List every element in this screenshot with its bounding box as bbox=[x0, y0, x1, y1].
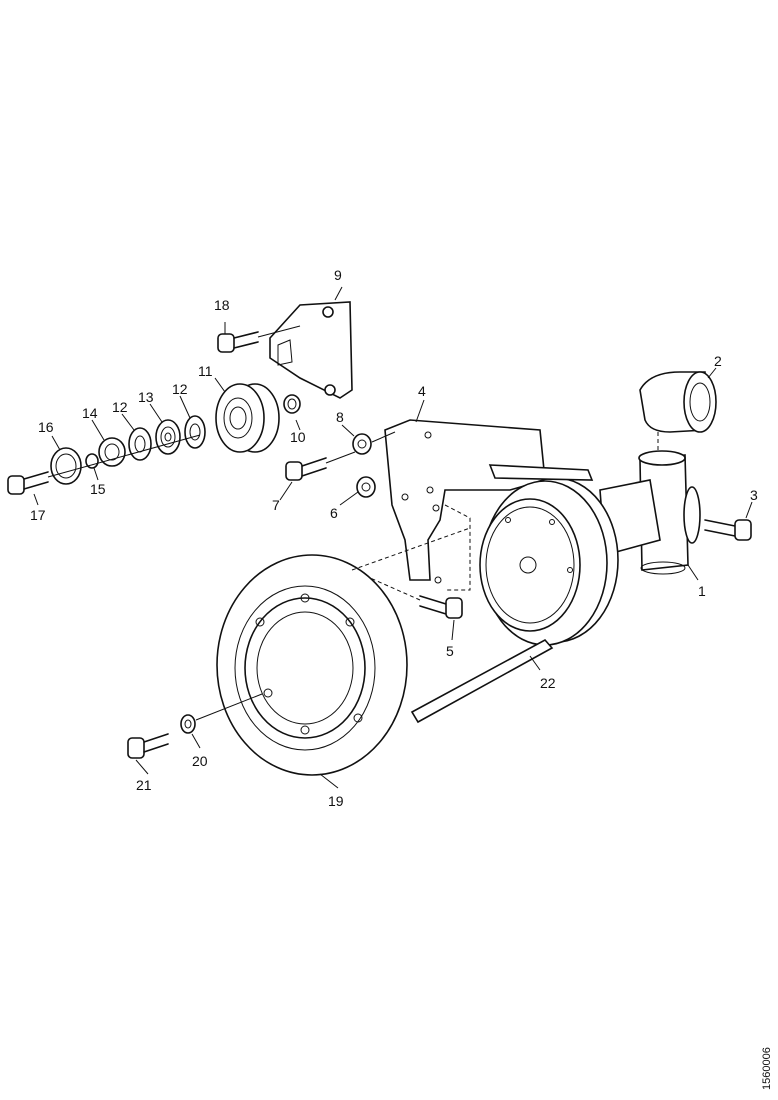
part-6-washer bbox=[356, 476, 376, 498]
callout-9: 9 bbox=[334, 267, 342, 283]
part-19-crank-pulley bbox=[216, 527, 471, 776]
part-8-washer bbox=[352, 431, 396, 455]
callout-12-right: 12 bbox=[172, 381, 188, 397]
callout-17: 17 bbox=[30, 507, 46, 523]
part-4-main-bracket bbox=[384, 419, 546, 591]
callout-11: 11 bbox=[198, 363, 213, 379]
callout-22: 22 bbox=[540, 675, 556, 691]
part-16-circlip bbox=[50, 447, 82, 485]
callout-1: 1 bbox=[698, 583, 706, 599]
part-3-bolt bbox=[704, 519, 752, 541]
part-14-washer bbox=[98, 437, 126, 467]
callout-14: 14 bbox=[82, 405, 98, 421]
callout-12-left: 12 bbox=[112, 399, 128, 415]
part-13-bearing bbox=[155, 419, 181, 455]
leader-lines bbox=[33, 367, 753, 789]
pump-pulley bbox=[479, 477, 619, 646]
callout-5: 5 bbox=[446, 643, 454, 659]
callout-21: 21 bbox=[136, 777, 152, 793]
callout-19: 19 bbox=[328, 793, 344, 809]
callout-13: 13 bbox=[138, 389, 154, 405]
part-9-upper-bracket bbox=[269, 286, 353, 399]
part-21-bolt bbox=[127, 733, 169, 759]
callout-6: 6 bbox=[330, 505, 338, 521]
callout-7: 7 bbox=[272, 497, 280, 513]
part-11-tensioner-pulley bbox=[214, 377, 280, 453]
part-5-bolt bbox=[351, 569, 463, 619]
part-10-spacer bbox=[283, 394, 301, 431]
callout-labels: 1 2 3 4 5 6 7 8 9 10 11 12 13 12 14 15 1… bbox=[30, 267, 758, 809]
part-12-bearing-left bbox=[128, 427, 152, 461]
part-7-bolt bbox=[285, 451, 356, 481]
part-12-bearing-right bbox=[184, 415, 206, 449]
part-22-v-belt bbox=[410, 464, 594, 724]
callout-20: 20 bbox=[192, 753, 208, 769]
part-18-bolt bbox=[217, 322, 301, 353]
callout-8: 8 bbox=[336, 409, 344, 425]
callout-4: 4 bbox=[418, 383, 426, 399]
callout-18: 18 bbox=[214, 297, 230, 313]
callout-15: 15 bbox=[90, 481, 106, 497]
document-number: 1560006 bbox=[761, 1047, 773, 1090]
callout-3: 3 bbox=[750, 487, 758, 503]
callout-2: 2 bbox=[714, 353, 722, 369]
part-20-washer bbox=[180, 693, 263, 734]
part-2-elbow bbox=[639, 371, 717, 450]
callout-10: 10 bbox=[290, 429, 306, 445]
callout-16: 16 bbox=[38, 419, 54, 435]
part-17-bolt bbox=[7, 434, 201, 495]
